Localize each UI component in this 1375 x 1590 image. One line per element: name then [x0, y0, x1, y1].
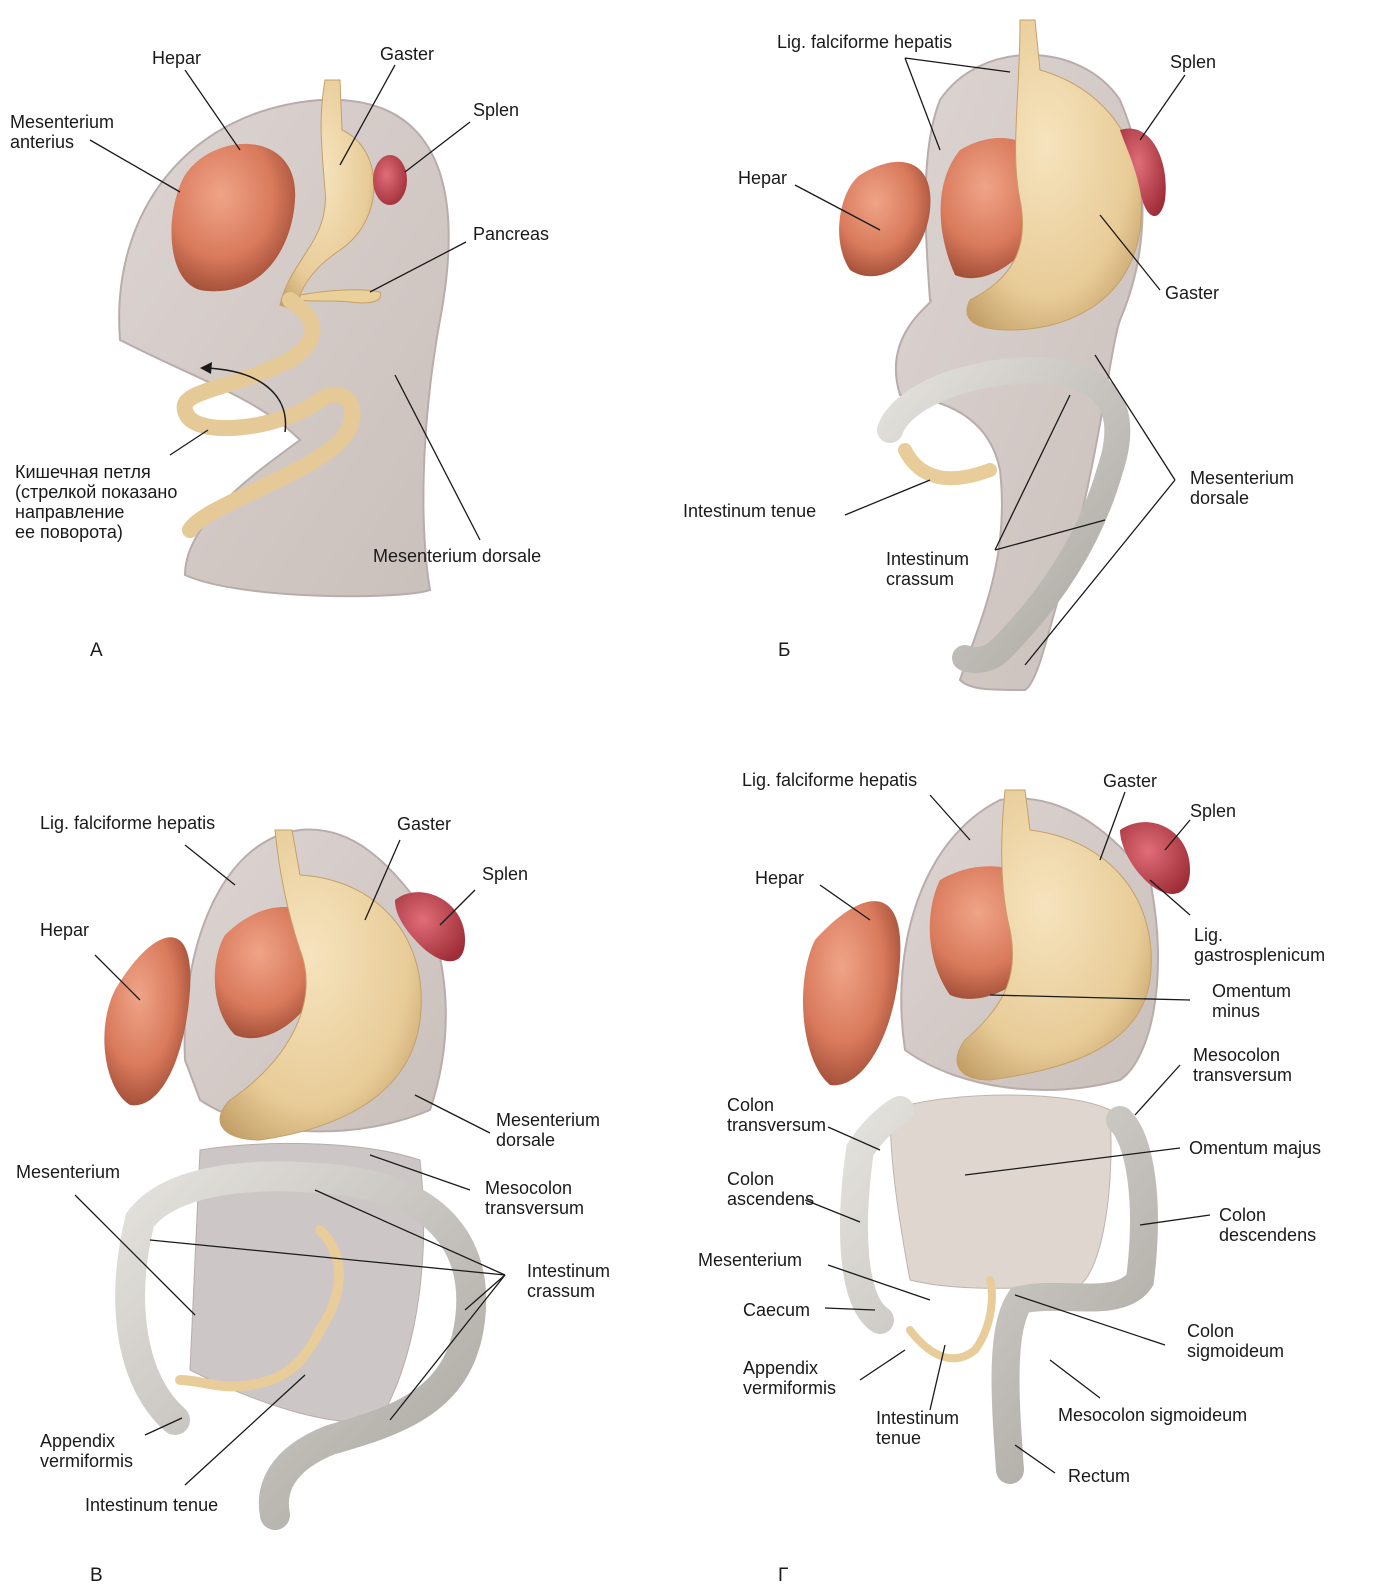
label-hepar: Hepar [738, 168, 787, 188]
panel-c-liver-left [104, 937, 190, 1105]
panel-d-illustration [803, 790, 1190, 1470]
panel-letter-d: Г [778, 1565, 788, 1587]
label-hepar: Hepar [40, 920, 89, 940]
label-gaster: Gaster [380, 44, 434, 64]
panel-a-spleen [373, 155, 407, 205]
panel-b-small-intestine [905, 450, 990, 478]
label-intestinum-tenue: Intestinum tenue [876, 1408, 959, 1448]
panel-d-small-intestine [910, 1280, 992, 1358]
label-omentum-minus: Omentum minus [1212, 981, 1291, 1021]
label-intestinum-crassum: Intestinum crassum [886, 549, 969, 589]
label-colon-descendens: Colon descendens [1219, 1205, 1316, 1245]
label-intestinum-tenue: Intestinum tenue [85, 1495, 218, 1515]
panel-d-omentum-majus [890, 1095, 1111, 1288]
label-lig-falciforme-hepatis: Lig. falciforme hepatis [742, 770, 917, 790]
label-gaster: Gaster [1165, 283, 1219, 303]
label-colon-ascendens: Colon ascendens [727, 1169, 814, 1209]
label-mesocolon-transversum: Mesocolon transversum [1193, 1045, 1292, 1085]
label-lig-falciforme-hepatis: Lig. falciforme hepatis [40, 813, 215, 833]
label-caecum: Caecum [743, 1300, 810, 1320]
panel-letter-c: В [90, 1565, 103, 1587]
label-colon-sigmoideum: Colon sigmoideum [1187, 1321, 1284, 1361]
label-mesocolon-sigmoideum: Mesocolon sigmoideum [1058, 1405, 1247, 1425]
label-appendix-vermiformis: Appendix vermiformis [40, 1431, 133, 1471]
panel-b-illustration [839, 20, 1166, 690]
label-hepar: Hepar [755, 868, 804, 888]
label-lig-gastrosplenicum: Lig. gastrosplenicum [1194, 925, 1325, 965]
panel-letter-b: Б [778, 640, 790, 662]
label-mesenterium-dorsale: Mesenterium dorsale [373, 546, 541, 566]
label-intestinum-tenue: Intestinum tenue [683, 501, 816, 521]
label-mesenterium: Mesenterium [698, 1250, 802, 1270]
panel-letter-a: A [90, 640, 103, 662]
label-appendix-vermiformis: Appendix vermiformis [743, 1358, 836, 1398]
panel-b-liver-left [839, 162, 930, 276]
label-splen: Splen [1170, 52, 1216, 72]
label-splen: Splen [1190, 801, 1236, 821]
label-hepar: Hepar [152, 48, 201, 68]
label-intestinum-crassum: Intestinum crassum [527, 1261, 610, 1301]
label-splen: Splen [482, 864, 528, 884]
label-splen: Splen [473, 100, 519, 120]
label-intestinal-loop: Кишечная петля (стрелкой показано направ… [15, 462, 177, 542]
label-mesenterium: Mesenterium [16, 1162, 120, 1182]
label-lig-falciforme-hepatis: Lig. falciforme hepatis [777, 32, 952, 52]
label-mesocolon-transversum: Mesocolon transversum [485, 1178, 584, 1218]
label-mesenterium-dorsale: Mesenterium dorsale [496, 1110, 600, 1150]
panel-c-illustration [104, 830, 471, 1515]
label-omentum-majus: Omentum majus [1189, 1138, 1321, 1158]
label-mesenterium-anterius: Mesenterium anterius [10, 112, 114, 152]
label-pancreas: Pancreas [473, 224, 549, 244]
label-gaster: Gaster [397, 814, 451, 834]
label-rectum: Rectum [1068, 1466, 1130, 1486]
label-gaster: Gaster [1103, 771, 1157, 791]
label-mesenterium-dorsale: Mesenterium dorsale [1190, 468, 1294, 508]
panel-d-liver-left [803, 901, 900, 1085]
label-colon-transversum: Colon transversum [727, 1095, 826, 1135]
